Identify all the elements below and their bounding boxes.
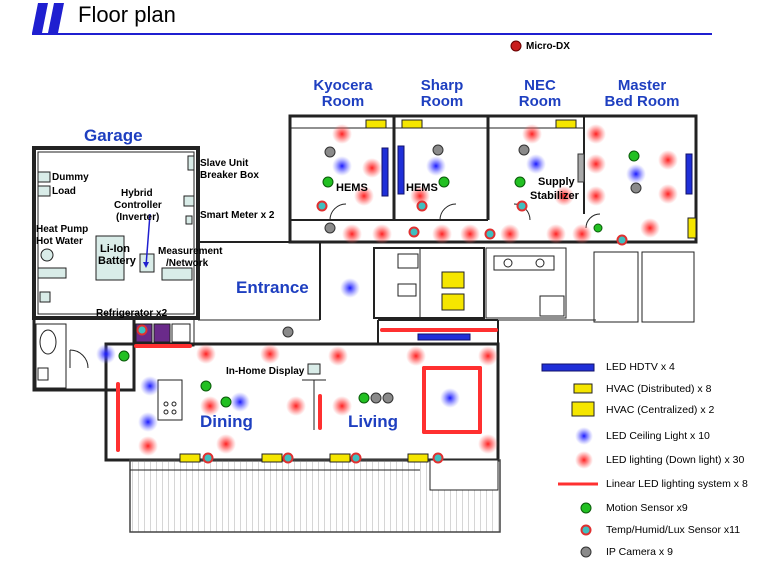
legend-label-ip-camera: IP Camera x 9 <box>606 546 673 558</box>
legend-label-temp-sensor: Temp/Humid/Lux Sensor x11 <box>606 524 741 536</box>
legend-label-linear-led: Linear LED lighting system x 8 <box>606 478 748 490</box>
measurement-label-2: /Network <box>166 258 209 269</box>
ip-camera-group <box>282 144 642 404</box>
legend-gray-dot-symbol <box>580 546 592 558</box>
room-label-master-line2: Bed Room <box>604 93 680 110</box>
refrigerator-label: Refrigerator x2 <box>96 308 168 319</box>
hybrid-label-1: Hybrid <box>121 188 153 199</box>
house-walls <box>104 114 698 533</box>
temp-sensor-group <box>136 200 628 464</box>
legend-red-glow-symbol <box>575 451 593 469</box>
legend-teal-dot-symbol <box>580 524 592 536</box>
legend-hvac-large-symbol <box>571 401 595 417</box>
slave-unit-label-1: Slave Unit <box>200 158 249 169</box>
room-label-kyocera: Kyocera Room <box>300 78 386 110</box>
ceiling-light-group <box>96 154 646 432</box>
legend-green-dot-symbol <box>580 502 592 514</box>
legend-label-hvac-distributed: HVAC (Distributed) x 8 <box>606 383 712 395</box>
room-label-nec: NEC Room <box>500 78 580 110</box>
supply-stabilizer-unit <box>577 153 585 183</box>
area-label-entrance: Entrance <box>236 278 309 297</box>
hdtv-master <box>685 153 693 195</box>
legend-symbols <box>541 363 598 558</box>
hems-label-kyocera: HEMS <box>336 182 368 194</box>
room-label-sharp: Sharp Room <box>404 78 480 110</box>
measurement-label-1: Measurement <box>158 246 223 257</box>
legend-label-ceiling-light: LED Ceiling Light x 10 <box>606 430 710 442</box>
hvac-distributed-group <box>179 119 697 463</box>
supply-stabilizer-label-2: Stabilizer <box>530 190 579 202</box>
hybrid-label-2: Controller <box>114 200 162 211</box>
title-marks-icon <box>32 3 64 33</box>
room-label-nec-line1: NEC <box>524 77 556 94</box>
hdtv-sharp <box>397 145 405 195</box>
hems-label-sharp: HEMS <box>406 182 438 194</box>
room-label-sharp-line1: Sharp <box>420 77 464 94</box>
motion-sensor-group <box>118 150 640 408</box>
room-label-master-line1: Master <box>617 77 667 94</box>
linear-led-group <box>116 328 498 452</box>
legend-label-down-light: LED lighting (Down light) x 30 <box>606 454 745 466</box>
title-bar: Floor plan <box>32 0 712 36</box>
room-label-master: Master Bed Room <box>592 78 692 110</box>
slave-unit-label-2: Breaker Box <box>200 170 259 181</box>
smart-meter-label: Smart Meter x 2 <box>200 210 275 221</box>
legend-label-hdtv: LED HDTV x 4 <box>606 361 675 373</box>
dummy-load-label-2: Load <box>52 186 76 197</box>
in-home-display-label: In-Home Display <box>226 366 305 377</box>
area-label-garage: Garage <box>84 126 143 145</box>
micro-dx-label: Micro-DX <box>526 41 570 52</box>
battery-label-1: Li-Ion <box>100 243 130 255</box>
room-label-kyocera-line2: Room <box>321 93 365 110</box>
hdtv-kyocera <box>381 147 389 197</box>
legend-label-hvac-centralized: HVAC (Centralized) x 2 <box>606 404 715 416</box>
legend-hvac-small-symbol <box>573 383 593 394</box>
supply-stabilizer-label-1: Supply <box>538 176 575 188</box>
hvac-centralized-group <box>441 271 465 311</box>
room-label-kyocera-line1: Kyocera <box>313 77 373 94</box>
hybrid-label-3: (Inverter) <box>116 212 160 223</box>
page-title: Floor plan <box>78 2 176 27</box>
legend-label-motion-sensor: Motion Sensor x9 <box>606 502 688 514</box>
battery-label-2: Battery <box>98 255 136 267</box>
legend-hdtv-symbol <box>541 363 595 372</box>
micro-dx-icon <box>510 40 522 52</box>
room-label-sharp-line2: Room <box>420 93 464 110</box>
heat-pump-label-2: Hot Water <box>36 236 83 247</box>
title-rule <box>32 33 712 35</box>
hdtv-living <box>417 333 471 341</box>
area-label-dining: Dining <box>200 412 253 431</box>
down-light-group <box>138 124 678 456</box>
room-label-nec-line2: Room <box>518 93 562 110</box>
dummy-load-label-1: Dummy <box>52 172 89 183</box>
hdtv-group <box>381 145 693 341</box>
legend-blue-glow-symbol <box>575 427 593 445</box>
garage-structure <box>32 146 200 320</box>
heat-pump-label-1: Heat Pump <box>36 224 89 235</box>
area-label-living: Living <box>348 412 399 431</box>
